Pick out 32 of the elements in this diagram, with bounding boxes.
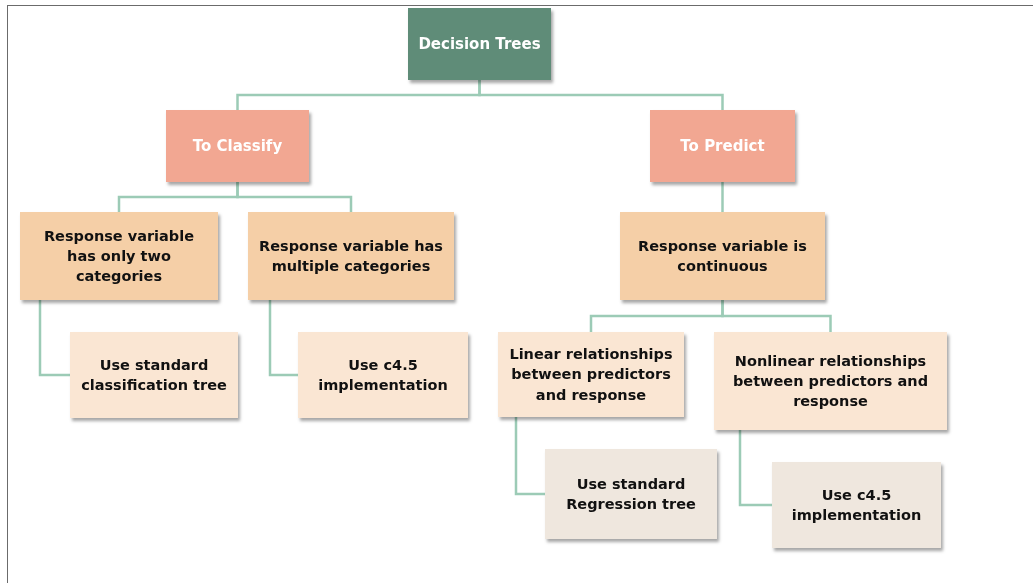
node-label: Use c4.5 implementation [790, 485, 923, 525]
tree-node-box [714, 332, 947, 430]
tree-node-box [545, 449, 717, 539]
tree-node-box [498, 332, 684, 417]
tree-node-box [408, 8, 551, 80]
tree-node-box [20, 212, 218, 300]
tree-node-box [650, 110, 795, 182]
tree-node-box [298, 332, 468, 418]
connector-line [478, 80, 724, 110]
node-label: To Classify [192, 135, 283, 157]
tree-node-box [772, 462, 941, 548]
connector-line [721, 300, 832, 332]
connector-line [721, 182, 724, 212]
node-label: Response variable has only two categories [42, 226, 196, 287]
node-label: Use c4.5 implementation [317, 355, 449, 395]
tree-node-box [166, 110, 309, 182]
node-label: Linear relationships between predictors and response [508, 345, 674, 405]
node-label: To Predict [680, 135, 765, 157]
node-label: Decision Trees [418, 33, 541, 55]
connector-line [236, 182, 353, 212]
node-label: Use standard Regression tree [565, 474, 697, 514]
connector-line [268, 300, 298, 377]
tree-node-box [620, 212, 825, 300]
node-label: Nonlinear relationships between predictors and response [731, 351, 930, 412]
node-label: Response variable has multiple categories [258, 236, 444, 276]
tree-node-box [70, 332, 238, 418]
tree-node-box [248, 212, 454, 300]
node-label: Use standard classification tree [80, 355, 228, 395]
connector-line [38, 300, 70, 377]
node-label: Response variable is continuous [637, 236, 808, 276]
connector-line [738, 430, 772, 507]
connector-line [514, 417, 545, 496]
